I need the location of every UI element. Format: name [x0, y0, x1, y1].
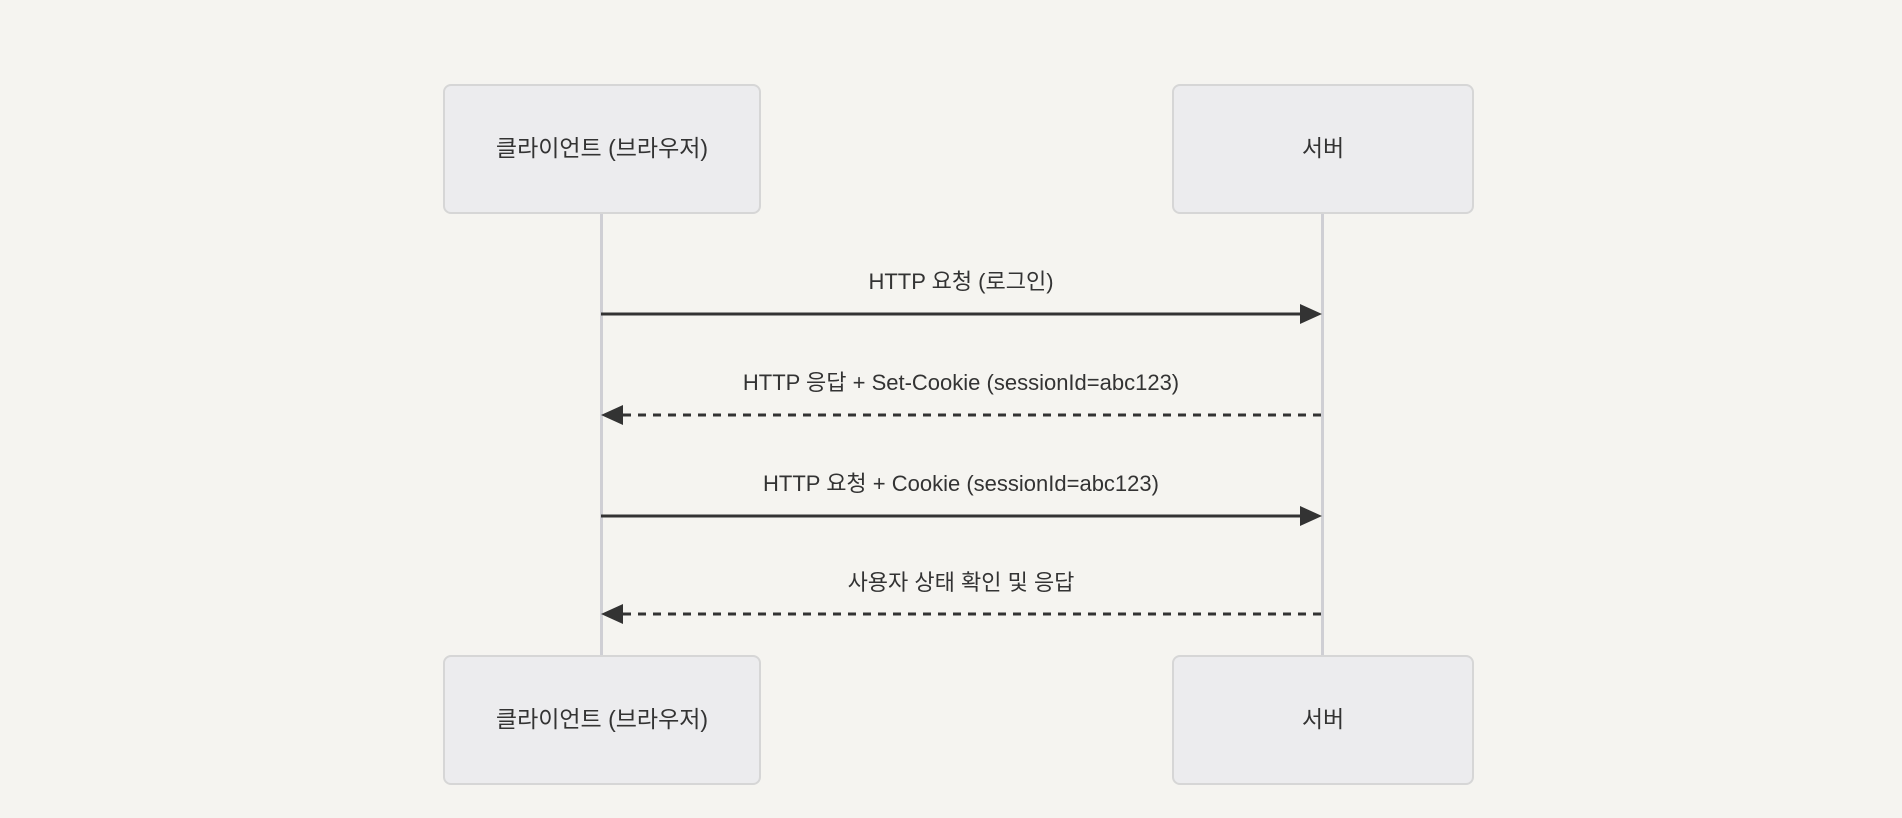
actor-box-client-bottom[interactable]: 클라이언트 (브라우저): [443, 655, 761, 785]
arrowhead-1: [1300, 304, 1322, 324]
message-arrow-1: [601, 304, 1322, 324]
message-label-1: HTTP 요청 (로그인): [868, 269, 1054, 294]
lifeline-server: [1321, 214, 1324, 655]
actor-label-server-bottom: 서버: [1301, 706, 1345, 733]
actor-label-server-top: 서버: [1301, 135, 1345, 162]
actor-box-server-top[interactable]: 서버: [1172, 84, 1474, 214]
message-label-3: HTTP 요청 + Cookie (sessionId=abc123): [763, 471, 1159, 496]
arrowhead-3: [1300, 506, 1322, 526]
actor-box-client-top[interactable]: 클라이언트 (브라우저): [443, 84, 761, 214]
arrowhead-2: [601, 405, 623, 425]
lifeline-client: [600, 214, 603, 655]
actor-label-client-top: 클라이언트 (브라우저): [495, 135, 709, 162]
message-arrow-3: [601, 506, 1322, 526]
actor-box-server-bottom[interactable]: 서버: [1172, 655, 1474, 785]
message-label-4: 사용자 상태 확인 및 응답: [847, 570, 1075, 595]
actor-label-client-bottom: 클라이언트 (브라우저): [495, 706, 709, 733]
message-arrow-2: [601, 405, 1322, 425]
arrowhead-4: [601, 604, 623, 624]
message-arrow-4: [601, 604, 1322, 624]
message-label-2: HTTP 응답 + Set-Cookie (sessionId=abc123): [742, 370, 1180, 395]
